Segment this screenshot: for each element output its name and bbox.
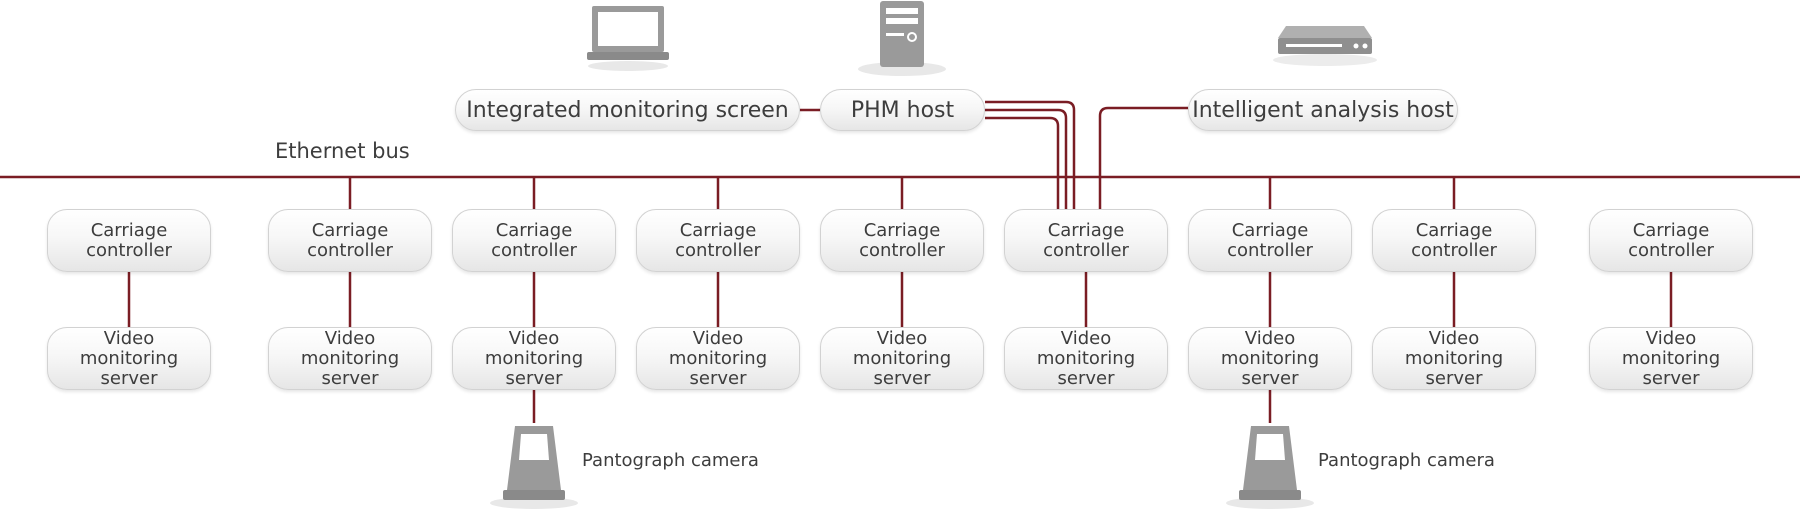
phm-link-2 xyxy=(985,108,1068,210)
video-monitoring-server: Video monitoring server xyxy=(47,327,211,390)
carriage-controller: Carriage controller xyxy=(1589,209,1753,272)
network-device-icon xyxy=(1273,26,1377,66)
carriage-controller: Carriage controller xyxy=(1372,209,1536,272)
video-monitoring-server: Video monitoring server xyxy=(820,327,984,390)
analysis-link xyxy=(1098,106,1188,210)
carriage-controller: Carriage controller xyxy=(47,209,211,272)
video-monitoring-server: Video monitoring server xyxy=(636,327,800,390)
video-monitoring-server: Video monitoring server xyxy=(1004,327,1168,390)
camera-icon xyxy=(490,426,578,509)
video-monitoring-server: Video monitoring server xyxy=(452,327,616,390)
integrated-monitoring-screen: Integrated monitoring screen xyxy=(455,89,800,131)
phm-host: PHM host xyxy=(820,89,985,131)
carriage-controller: Carriage controller xyxy=(1188,209,1352,272)
video-monitoring-server: Video monitoring server xyxy=(1372,327,1536,390)
carriage-controller: Carriage controller xyxy=(452,209,616,272)
video-monitoring-server: Video monitoring server xyxy=(268,327,432,390)
pantograph-camera-label: Pantograph camera xyxy=(582,450,759,471)
ethernet-bus-label: Ethernet bus xyxy=(275,139,410,163)
video-monitoring-server: Video monitoring server xyxy=(1188,327,1352,390)
camera-icon xyxy=(1226,426,1314,509)
carriage-controller: Carriage controller xyxy=(1004,209,1168,272)
monitor-icon xyxy=(587,6,669,71)
carriage-controller: Carriage controller xyxy=(268,209,432,272)
carriage-controller: Carriage controller xyxy=(820,209,984,272)
video-monitoring-server: Video monitoring server xyxy=(1589,327,1753,390)
phm-link-1 xyxy=(985,100,1076,210)
carriage-controller: Carriage controller xyxy=(636,209,800,272)
pantograph-camera-label: Pantograph camera xyxy=(1318,450,1495,471)
phm-link-3 xyxy=(985,116,1060,210)
intelligent-analysis-host: Intelligent analysis host xyxy=(1188,89,1458,131)
server-tower-icon xyxy=(858,1,946,76)
